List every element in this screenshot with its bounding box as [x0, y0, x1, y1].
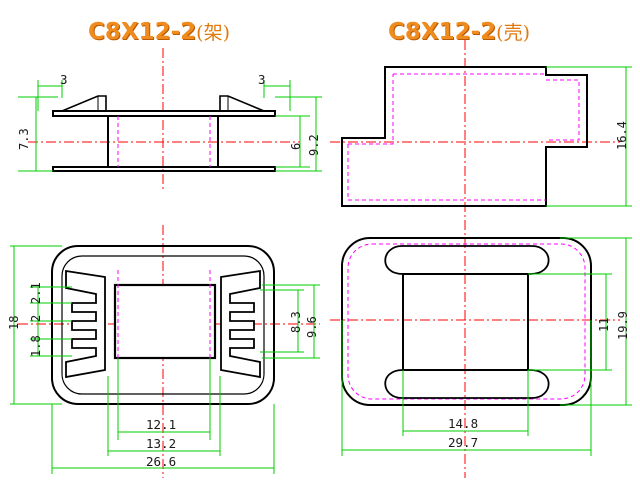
cover-window	[402, 273, 529, 371]
dim-core-height	[260, 289, 304, 353]
cover-top-arch	[384, 245, 550, 275]
hidden-line	[347, 243, 586, 400]
dim-slot-b-value: 2	[29, 315, 43, 322]
dim-cover-height	[546, 66, 632, 207]
dim-slot-a-value: 2.1	[29, 282, 43, 304]
cover-outline	[341, 66, 588, 207]
right-comb	[220, 269, 261, 379]
dim-flange-left-value: 3	[60, 72, 68, 87]
dim-core-height-value: 8.3	[289, 311, 303, 333]
dim-outer-width-value: 26.6	[146, 454, 176, 469]
dim-inner-width-value: 13.2	[146, 436, 176, 451]
dim-outer-width	[51, 404, 275, 474]
left-clip	[61, 95, 107, 112]
dim-flange-right	[263, 80, 291, 111]
dim-height-total-value: 7.3	[17, 128, 31, 150]
bobbin-title: C8X12-2(架)	[88, 16, 230, 48]
bottom-flange	[52, 166, 276, 172]
right-clip	[219, 95, 265, 112]
dim-flange-left	[37, 80, 63, 111]
cover-outer-outline	[341, 237, 592, 406]
dim-window-height-value: 9.2	[307, 134, 321, 156]
dim-inner-width	[107, 376, 221, 456]
dim-cover-inner-width-value: 14.8	[448, 416, 478, 431]
dim-slots	[30, 286, 72, 357]
dim-cover-inner-width	[402, 370, 529, 436]
dim-cover-outer-width	[341, 320, 592, 456]
dim-core-width	[117, 358, 211, 440]
bobbin-title-suffix: (架)	[196, 22, 230, 44]
dim-cover-outer-height-value: 19.9	[616, 311, 630, 340]
dim-core-width-value: 12.1	[146, 417, 176, 432]
dim-height-total	[18, 96, 58, 172]
cover-title: C8X12-2(壳)	[388, 16, 530, 48]
bobbin-title-code: C8X12-2	[88, 19, 197, 45]
dim-window-height	[275, 96, 322, 172]
bobbin-top-view: 18 2.1 2 1.8 8.3 9.6 12.1 13	[7, 225, 320, 478]
hidden-line	[347, 73, 580, 201]
left-comb	[65, 269, 106, 379]
dim-slot-c-value: 1.8	[29, 335, 43, 357]
dim-cover-inner-height-value: 11	[597, 318, 611, 332]
cover-bottom-arch	[384, 369, 550, 399]
dim-outer-height	[10, 245, 62, 405]
dim-core-height-value: 6	[289, 143, 303, 150]
bobbin-side-view: 3 3 7.3 6 9.2	[17, 48, 322, 192]
dim-flange-right-value: 3	[258, 72, 266, 87]
dim-cover-outer-width-value: 29.7	[448, 435, 478, 450]
dim-core-height	[275, 115, 310, 168]
cover-side-view: 16.4	[330, 40, 632, 478]
dim-inner-height	[262, 284, 320, 359]
cover-title-suffix: (壳)	[496, 22, 530, 44]
cover-title-code: C8X12-2	[388, 19, 497, 45]
bobbin-inner-outline	[61, 255, 265, 395]
core-square	[113, 283, 217, 360]
dim-cover-height-value: 16.4	[615, 121, 629, 150]
dim-cover-inner-height	[528, 273, 612, 371]
dim-cover-outer-height	[560, 237, 632, 406]
cover-top-view: 11 19.9 14.8 29.7	[330, 237, 632, 456]
top-flange	[52, 110, 276, 117]
dim-outer-height-value: 18	[7, 316, 21, 330]
dim-inner-height-value: 9.6	[305, 316, 319, 338]
bobbin-outline	[51, 245, 275, 405]
